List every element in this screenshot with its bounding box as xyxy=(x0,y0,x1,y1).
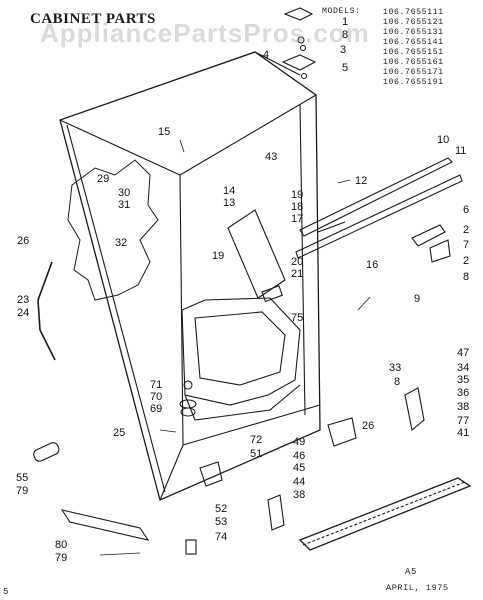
part-number: 70 xyxy=(150,391,163,403)
part-number: 23 xyxy=(17,294,30,306)
lower-hardware xyxy=(185,387,425,555)
part-number: 32 xyxy=(115,237,128,249)
part-number: 10 xyxy=(437,134,450,146)
part-number: 38 xyxy=(457,401,470,413)
part-number: 16 xyxy=(366,259,379,271)
part-number: 75 xyxy=(291,312,304,324)
part-number: 74 xyxy=(215,531,228,543)
part-number: 35 xyxy=(457,374,470,386)
cabinet-body xyxy=(59,51,321,501)
toe-grille xyxy=(298,477,472,551)
insulation-cutaway xyxy=(67,159,159,301)
part-number: 14 xyxy=(223,185,236,197)
model-number: 106.7655191 xyxy=(383,78,444,87)
part-number: 29 xyxy=(97,173,110,185)
sheet-code: A5 xyxy=(405,567,418,577)
part-number: 51 xyxy=(250,448,263,460)
part-number: 6 xyxy=(463,204,470,216)
part-number: 55 xyxy=(16,472,29,484)
print-date: APRIL, 1975 xyxy=(386,583,449,593)
part-number: 19 xyxy=(212,250,225,262)
part-number: 46 xyxy=(293,450,306,462)
part-number: 44 xyxy=(293,476,306,488)
part-number: 71 xyxy=(150,379,163,391)
part-number: 43 xyxy=(265,151,278,163)
diagram-title: CABINET PARTS xyxy=(30,11,156,27)
rollers xyxy=(33,380,197,541)
part-number: 30 xyxy=(118,187,131,199)
part-number: 12 xyxy=(355,175,368,187)
part-number: 3 xyxy=(340,44,347,56)
model-number: 106.7655151 xyxy=(383,48,444,57)
part-number: 72 xyxy=(250,434,263,446)
part-number: 13 xyxy=(223,197,236,209)
model-number: 106.7655141 xyxy=(383,38,444,47)
part-number: 45 xyxy=(293,462,306,474)
part-number: 52 xyxy=(215,503,228,515)
part-number: 79 xyxy=(16,485,29,497)
part-number: 2 xyxy=(463,255,470,267)
models-label: MODELS: xyxy=(322,7,361,16)
part-number: 38 xyxy=(293,489,306,501)
model-number: 106.7655171 xyxy=(383,68,444,77)
part-number: 4 xyxy=(263,49,270,61)
part-number: 26 xyxy=(17,235,30,247)
side-rails xyxy=(295,157,463,259)
watermark: AppliancePartsPros.com xyxy=(40,18,370,48)
top-hinge xyxy=(281,7,317,80)
part-number: 25 xyxy=(113,427,126,439)
part-number: 26 xyxy=(362,420,375,432)
corner-mark: 5 xyxy=(3,587,10,597)
part-number: 24 xyxy=(17,307,30,319)
part-number: 9 xyxy=(414,293,421,305)
part-number: 47 xyxy=(457,347,470,359)
part-number: 34 xyxy=(457,362,470,374)
model-number: 106.7655111 xyxy=(383,8,444,17)
liner-tub xyxy=(181,297,301,421)
part-number: 2 xyxy=(463,224,470,236)
part-number: 8 xyxy=(463,271,470,283)
part-number: 7 xyxy=(463,239,470,251)
part-number: 79 xyxy=(55,552,68,564)
door-hinge-right xyxy=(411,224,451,263)
part-number: 36 xyxy=(457,387,470,399)
model-number: 106.7655131 xyxy=(383,28,444,37)
part-number: 11 xyxy=(455,145,467,157)
part-number: 80 xyxy=(55,539,68,551)
model-number: 106.7655121 xyxy=(383,18,444,27)
part-number: 8 xyxy=(394,376,401,388)
part-number: 21 xyxy=(291,268,304,280)
part-number: 1 xyxy=(342,16,349,28)
part-number: 5 xyxy=(342,62,349,74)
part-number: 8 xyxy=(342,29,349,41)
part-number: 41 xyxy=(457,427,470,439)
part-number: 17 xyxy=(291,213,304,225)
mounting-bracket xyxy=(227,209,286,303)
part-number: 33 xyxy=(389,362,402,374)
part-number: 20 xyxy=(291,256,304,268)
part-number: 77 xyxy=(457,415,470,427)
part-number: 31 xyxy=(118,199,131,211)
part-number: 15 xyxy=(158,126,171,138)
leader-lines xyxy=(99,139,371,556)
part-number: 53 xyxy=(215,516,228,528)
part-number: 18 xyxy=(291,201,304,213)
part-number: 19 xyxy=(291,189,304,201)
door-stop-rod xyxy=(37,261,56,361)
part-number: 69 xyxy=(150,403,163,415)
part-number: 49 xyxy=(293,436,306,448)
model-number: 106.7655161 xyxy=(383,58,444,67)
